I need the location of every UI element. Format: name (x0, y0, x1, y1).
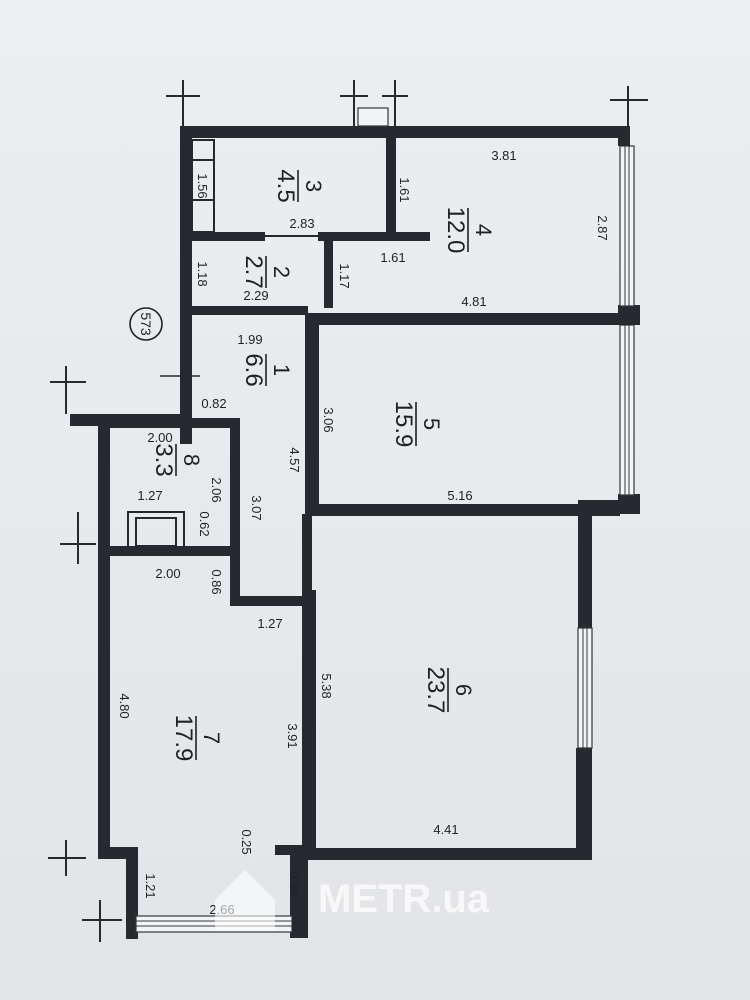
dim-room7-step: 0.86 (209, 569, 224, 594)
room-4-number: 4 (471, 224, 496, 236)
watermark-text: METR.ua (318, 877, 490, 921)
dim-balcony-c: 1.21 (143, 873, 158, 898)
dim-room7-top: 2.00 (155, 566, 180, 581)
room-5-number: 5 (419, 418, 444, 430)
room-labels: 3 4.5 4 12.0 2 2.7 1 6.6 5 15.9 (150, 169, 496, 761)
room-6-area: 23.7 (422, 667, 449, 714)
vent-top (357, 107, 389, 127)
dim-room8-right: 2.06 (209, 477, 224, 502)
room-7-number: 7 (199, 732, 224, 744)
dim-room8-top: 2.00 (147, 430, 172, 445)
dim-balcony-b: 0.98 (287, 871, 302, 896)
window-room-5 (619, 324, 635, 496)
room-8-number: 8 (179, 454, 204, 466)
dim-room5-left: 3.06 (321, 407, 336, 432)
dim-room8-small: 1.27 (137, 488, 162, 503)
windows (135, 107, 635, 933)
dim-room7-step-width: 1.27 (257, 616, 282, 631)
room-2-area: 2.7 (240, 255, 267, 288)
room-7-area: 17.9 (170, 715, 197, 762)
room-1-area: 6.6 (240, 353, 267, 386)
dim-room6-left: 5.38 (319, 673, 334, 698)
dim-niche: 0.62 (197, 511, 212, 536)
dim-room3-right: 1.61 (397, 177, 412, 202)
dim-corridor-bottom: 4.81 (461, 294, 486, 309)
dim-room5-bottom: 5.16 (447, 488, 472, 503)
dim-room3-bottom: 2.83 (289, 216, 314, 231)
dim-hall: 3.07 (249, 495, 264, 520)
room-1-number: 1 (269, 364, 294, 376)
plan-stamp-number: 573 (138, 312, 154, 336)
room-8-area: 3.3 (150, 443, 177, 476)
wall-left-upper (180, 126, 192, 444)
window-room-4 (619, 145, 635, 307)
exterior-walls (70, 126, 640, 939)
wall-bottom-6 (305, 848, 592, 860)
dim-room4-right: 2.87 (595, 215, 610, 240)
wall-right-e (576, 748, 592, 860)
wall-bottom-7b (275, 845, 308, 855)
wall-balcony-left (126, 847, 138, 939)
room-5-area: 15.9 (390, 401, 417, 448)
dim-room7-right: 3.91 (285, 723, 300, 748)
room-3-area: 4.5 (272, 169, 299, 202)
dim-balcony-a: 0.25 (239, 829, 254, 854)
room-2-number: 2 (269, 266, 294, 278)
dim-room1-top: 1.99 (237, 332, 262, 347)
interior-walls (48, 80, 648, 942)
room-6-number: 6 (451, 684, 476, 696)
dim-room2-left: 1.18 (195, 261, 210, 286)
dim-room4-top: 3.81 (491, 148, 516, 163)
watermark: METR.ua (215, 870, 490, 930)
dim-room2-right: 1.17 (337, 263, 352, 288)
window-room-6 (577, 627, 593, 749)
dim-room7-left: 4.80 (117, 693, 132, 718)
wall-3-4 (386, 136, 396, 240)
dim-room4-bottom: 1.61 (380, 250, 405, 265)
wall-right-a (618, 126, 630, 146)
dim-room3-side: 1.56 (195, 173, 210, 198)
wall-right-d (578, 500, 592, 628)
dim-room1-right: 4.57 (287, 447, 302, 472)
house-logo-icon (215, 870, 275, 930)
room-4-area: 12.0 (442, 207, 469, 254)
wall-balcony-right (290, 848, 308, 938)
wall-left-lower (98, 414, 110, 859)
room-3-number: 3 (301, 180, 326, 192)
dim-room6-bottom: 4.41 (433, 822, 458, 837)
wall-top (180, 126, 630, 138)
dim-room1-left: 0.82 (201, 396, 226, 411)
dim-room2-bottom: 2.29 (243, 288, 268, 303)
plan-stamp: 573 (129, 307, 163, 341)
